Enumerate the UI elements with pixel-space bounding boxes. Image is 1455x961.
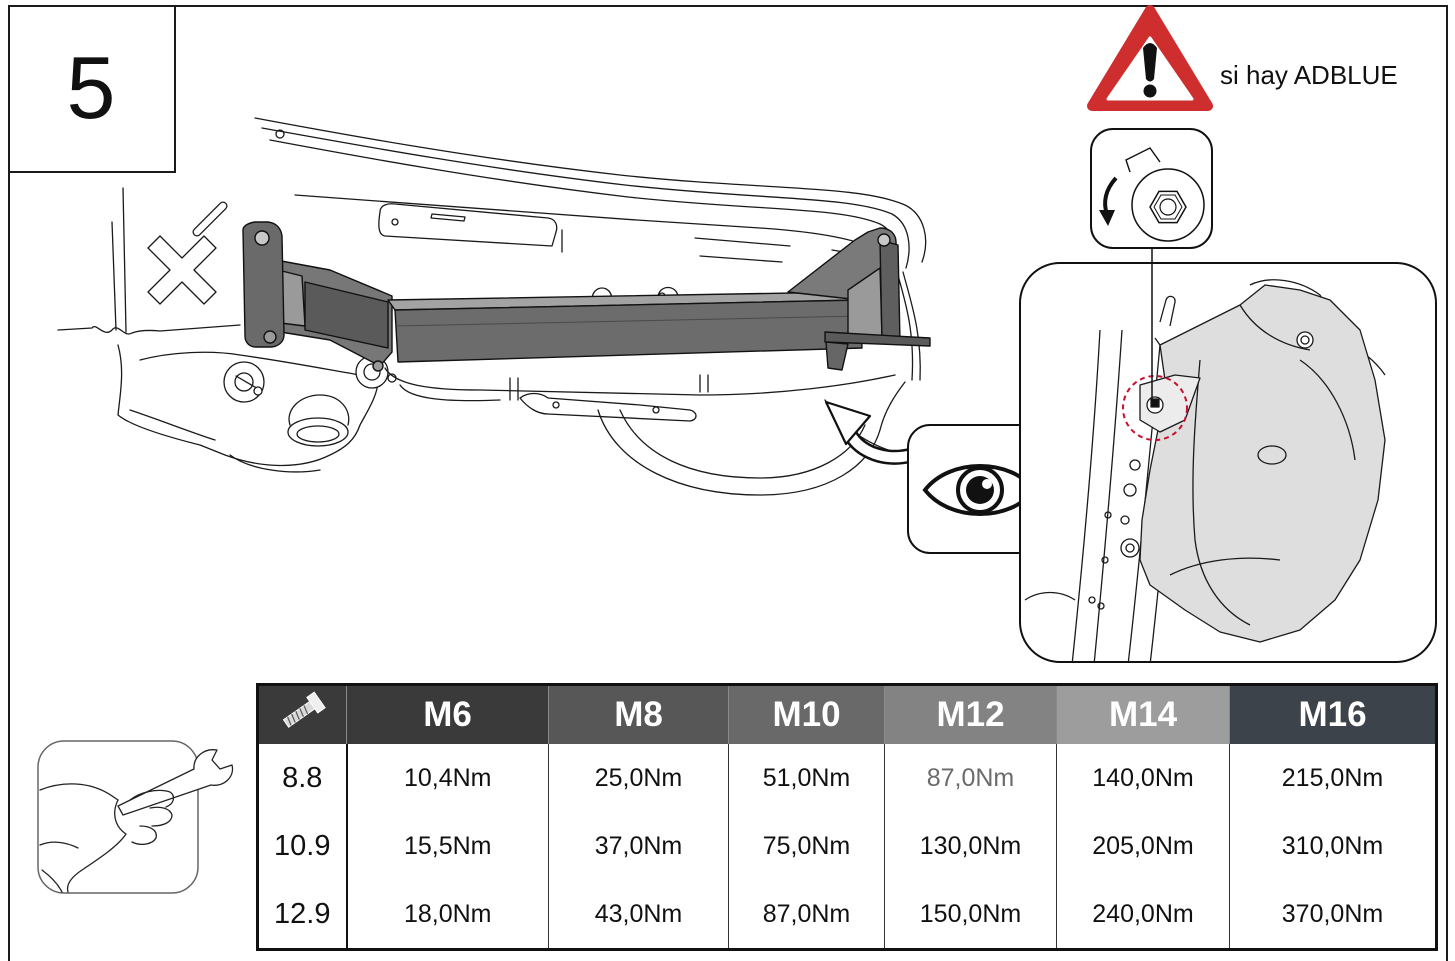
hand-wrench-icon: [37, 740, 234, 894]
header-m16: M16: [1229, 684, 1437, 744]
page-frame: [8, 5, 1448, 961]
torque-value: 51,0Nm: [728, 744, 885, 812]
tow-bar: [242, 221, 931, 372]
torque-value: 150,0Nm: [884, 880, 1057, 950]
torque-value: 43,0Nm: [548, 880, 729, 950]
torque-value: 25,0Nm: [548, 744, 729, 812]
torque-value: 205,0Nm: [1056, 812, 1230, 880]
torque-value: 240,0Nm: [1056, 880, 1230, 950]
torque-value: 37,0Nm: [548, 812, 729, 880]
torque-value: 15,5Nm: [346, 812, 549, 880]
table-row: 8.8 10,4Nm 25,0Nm 51,0Nm 87,0Nm 140,0Nm …: [257, 744, 1437, 812]
header-m14: M14: [1056, 684, 1230, 744]
grade-cell: 10.9: [257, 812, 348, 880]
step-number: 5: [66, 38, 116, 137]
table-header-row: M6 M8 M10 M12 M14 M16: [257, 684, 1437, 744]
bolt-header-cell: [257, 684, 347, 744]
torque-value: 310,0Nm: [1229, 812, 1437, 880]
table-row: 12.9 18,0Nm 43,0Nm 87,0Nm 150,0Nm 240,0N…: [257, 880, 1437, 950]
vehicle-rear-underbody: [57, 117, 927, 496]
torque-value: 87,0Nm: [728, 880, 885, 950]
torque-value: 75,0Nm: [728, 812, 885, 880]
torque-table: M6 M8 M10 M12 M14 M16 8.8 10,4Nm 25,0Nm …: [256, 683, 1438, 951]
header-m12: M12: [884, 684, 1057, 744]
warning-text: si hay ADBLUE: [1220, 60, 1398, 90]
step-number-box: 5: [8, 5, 176, 173]
torque-value: 370,0Nm: [1229, 880, 1437, 950]
bolt-icon: [282, 690, 326, 728]
header-m6: M6: [346, 684, 549, 744]
torque-value: 140,0Nm: [1056, 744, 1230, 812]
torque-value: 87,0Nm: [884, 744, 1057, 812]
header-m10: M10: [728, 684, 885, 744]
grade-cell: 12.9: [257, 880, 348, 950]
view-direction-arrow-icon: [824, 400, 914, 465]
torque-value: 18,0Nm: [346, 880, 549, 950]
nut-rotate-icon: [1090, 128, 1213, 249]
eye-icon: [907, 424, 1051, 554]
torque-value: 215,0Nm: [1229, 744, 1437, 812]
table-row: 10.9 15,5Nm 37,0Nm 75,0Nm 130,0Nm 205,0N…: [257, 812, 1437, 880]
header-m8: M8: [548, 684, 729, 744]
torque-value: 130,0Nm: [884, 812, 1057, 880]
warning-triangle-icon: [1087, 5, 1213, 111]
adblue-tank-detail: [1019, 262, 1437, 663]
grade-cell: 8.8: [257, 744, 348, 812]
torque-value: 10,4Nm: [346, 744, 549, 812]
highlight-circle: [1122, 375, 1188, 441]
